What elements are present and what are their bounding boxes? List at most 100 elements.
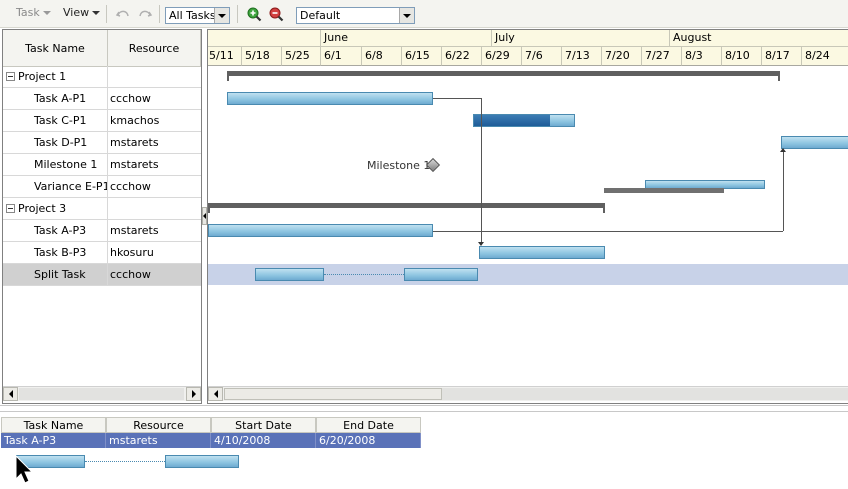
arrow-left-icon [213,390,218,398]
resource-cell: ccchow [110,180,151,193]
table-row[interactable]: Milestone 1 mstarets [3,154,201,176]
task-name-text: Task A-P3 [34,224,87,237]
view-menu[interactable]: View [63,6,101,19]
scroll-left-button[interactable] [208,387,223,401]
week-header: 7/13 [562,47,602,66]
detail-header-start-date[interactable]: Start Date [211,417,316,433]
drag-preview-connector [85,461,165,462]
zoom-in-icon[interactable] [246,6,262,22]
month-header-blank [208,30,321,47]
selected-row-highlight [208,264,848,285]
week-header: 7/20 [602,47,642,66]
table-row[interactable]: Task C-P1 kmachos [3,110,201,132]
detail-header-end-date[interactable]: End Date [316,417,421,433]
month-header: August [670,30,848,47]
detail-cell-task-name[interactable]: Task A-P3 [1,433,106,448]
table-row[interactable]: Task B-P3 hkosuru [3,242,201,264]
scroll-thumb[interactable] [224,388,442,400]
chevron-down-icon[interactable] [214,8,229,23]
column-header-resource[interactable]: Resource [108,30,201,67]
split-task-bar-segment[interactable] [255,268,324,281]
resource-cell: mstarets [110,136,159,149]
collapse-icon[interactable] [6,72,15,81]
baseline-bar-variance-e-p1 [604,188,724,193]
mouse-cursor-icon [15,454,35,488]
task-name-cell: Task C-P1 [3,110,108,131]
progress-fill [474,115,550,126]
scroll-track[interactable] [19,388,184,400]
column-header-label: Task Name [25,41,85,55]
task-bar-task-a-p1[interactable] [227,92,433,105]
task-name-cell: Task A-P1 [3,88,108,109]
week-header: 5/25 [282,47,321,66]
task-bar-task-d-p1[interactable] [781,136,848,149]
split-connector [324,274,404,275]
horizontal-scrollbar[interactable] [3,386,201,401]
task-menu[interactable]: Task [16,6,51,19]
table-row-selected[interactable]: Split Task ccchow [3,264,201,286]
splitter-handle[interactable] [202,207,207,225]
table-row[interactable]: Task D-P1 mstarets [3,132,201,154]
task-name-cell: Project 3 [3,198,108,219]
detail-header-task-name[interactable]: Task Name [1,417,106,433]
column-header-label: Resource [128,41,180,55]
week-header: 8/17 [762,47,802,66]
scroll-right-button[interactable] [186,387,201,401]
toolbar: Task View All Tasks Default [0,0,848,28]
resource-cell [108,198,201,219]
table-row[interactable]: Task A-P1 ccchow [3,88,201,110]
scroll-left-button[interactable] [3,387,18,401]
month-header: June [321,30,492,47]
collapse-icon[interactable] [6,204,15,213]
split-task-bar-segment[interactable] [404,268,478,281]
redo-icon[interactable] [137,6,153,22]
task-name-cell: Task A-P3 [3,220,108,241]
task-bar-task-b-p3[interactable] [479,246,605,259]
task-name-text: Task C-P1 [34,114,87,127]
detail-cell-start-date[interactable]: 4/10/2008 [211,433,316,448]
scroll-track[interactable] [442,388,848,400]
column-header-task-name[interactable]: Task Name [3,30,108,67]
resource-cell: ccchow [110,268,151,281]
task-name-cell: Project 1 [3,66,108,87]
task-name-cell: Task B-P3 [3,242,108,263]
detail-cell-end-date[interactable]: 6/20/2008 [316,433,421,448]
table-row[interactable]: Task A-P3 mstarets [3,220,201,242]
task-name-text: Task B-P3 [34,246,87,259]
zoom-out-icon[interactable] [268,6,284,22]
table-row[interactable]: Project 1 [3,66,201,88]
task-name-cell: Split Task [3,264,108,285]
panel-divider[interactable] [0,405,848,412]
arrow-up-icon [780,148,786,152]
month-header: July [492,30,670,47]
summary-bar-project-1[interactable] [227,71,780,81]
task-bar-task-c-p1[interactable] [473,114,575,127]
resource-cell: ccchow [110,92,151,105]
week-header: 6/8 [362,47,402,66]
week-header: 8/10 [722,47,762,66]
horizontal-scrollbar[interactable] [208,386,848,401]
detail-header-resource[interactable]: Resource [106,417,211,433]
chevron-down-icon [42,11,51,15]
toolbar-separator [237,5,238,23]
resource-cell: hkosuru [110,246,154,259]
task-menu-label: Task [16,6,40,19]
layout-select[interactable]: Default [296,7,415,24]
chevron-down-icon[interactable] [399,8,414,23]
table-row[interactable]: Variance E-P1 ccchow [3,176,201,198]
dependency-line [481,98,482,242]
task-name-text: Project 3 [18,202,67,215]
toolbar-separator [159,5,160,23]
task-bar-task-a-p3[interactable] [208,224,433,237]
task-name-text: Variance E-P1 [34,180,108,193]
filter-select[interactable]: All Tasks [165,7,230,24]
summary-bar-project-3[interactable] [208,203,605,213]
week-header: 8/3 [682,47,722,66]
toolbar-separator [106,5,107,23]
detail-cell-resource[interactable]: mstarets [106,433,211,448]
week-header: 6/22 [442,47,482,66]
table-row[interactable]: Project 3 [3,198,201,220]
gantt-chart[interactable]: June July August 5/11 5/18 5/25 6/1 6/8 … [207,29,848,404]
undo-icon[interactable] [115,6,131,22]
arrow-left-icon [203,213,206,219]
